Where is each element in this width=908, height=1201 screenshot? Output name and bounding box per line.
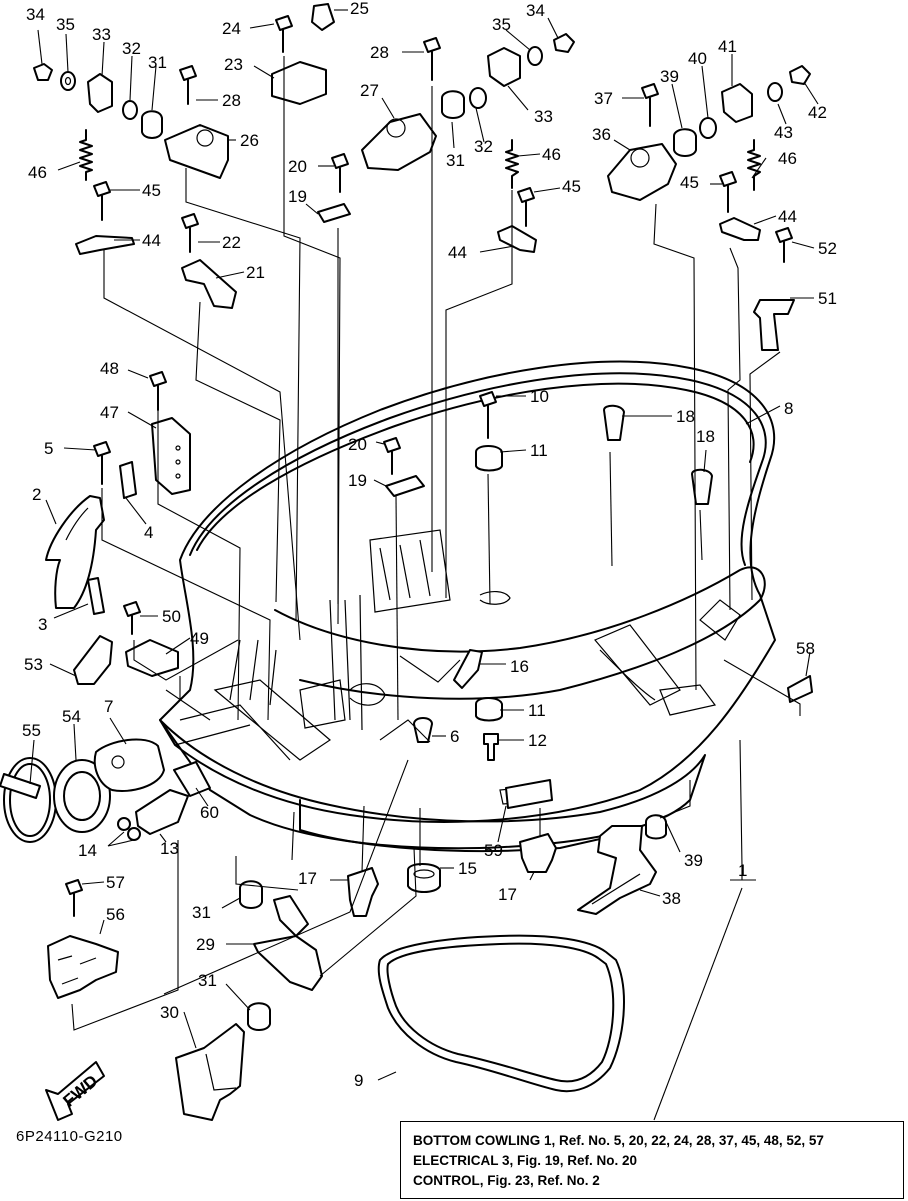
callout-32: 32 [122, 39, 141, 58]
callout-31-center: 31 [446, 151, 465, 170]
callout-39-lower: 39 [684, 851, 703, 870]
callout-45-right: 45 [680, 173, 699, 192]
callout-51: 51 [818, 289, 837, 308]
callout-60: 60 [200, 803, 219, 822]
callout-33: 33 [92, 25, 111, 44]
callout-13: 13 [160, 839, 179, 858]
fwd-arrow: FWD [45, 1061, 105, 1121]
callout-55: 55 [22, 721, 41, 740]
callout-35-center: 35 [492, 15, 511, 34]
callout-2: 2 [32, 485, 41, 504]
callout-18: 18 [676, 407, 695, 426]
callout-14: 14 [78, 841, 97, 860]
callout-25: 25 [350, 0, 369, 18]
callout-38: 38 [662, 889, 681, 908]
callout-7: 7 [104, 697, 113, 716]
left-side-parts-group [45, 371, 191, 685]
callout-19: 19 [288, 187, 307, 206]
callout-leaders [29, 9, 819, 1121]
callout-48: 48 [100, 359, 119, 378]
callout-3: 3 [38, 615, 47, 634]
callout-46: 46 [28, 163, 47, 182]
callout-19-inner: 19 [348, 471, 367, 490]
right-inner-parts-group [383, 391, 713, 761]
callout-26: 26 [240, 131, 259, 150]
callout-34: 34 [26, 5, 45, 24]
callout-31: 31 [148, 53, 167, 72]
callout-46-center: 46 [542, 145, 561, 164]
callout-17-right: 17 [498, 885, 517, 904]
callout-47: 47 [100, 403, 119, 422]
callout-33-center: 33 [534, 107, 553, 126]
callout-41: 41 [718, 37, 737, 56]
callout-12: 12 [528, 731, 547, 750]
callout-4: 4 [144, 523, 153, 542]
bottom-cowling-part-1 [159, 360, 776, 853]
callout-16: 16 [510, 657, 529, 676]
callout-50: 50 [162, 607, 181, 626]
top-center-hardware-group [441, 33, 575, 253]
callout-39: 39 [660, 67, 679, 86]
callout-44-center: 44 [448, 243, 467, 262]
reference-note-box: BOTTOM COWLING 1, Ref. No. 5, 20, 22, 24… [400, 1121, 904, 1199]
callout-22: 22 [222, 233, 241, 252]
callout-20: 20 [288, 157, 307, 176]
callout-10: 10 [530, 387, 549, 406]
callout-6: 6 [450, 727, 459, 746]
callout-40: 40 [688, 49, 707, 68]
callout-30: 30 [160, 1003, 179, 1022]
top-left-hardware-group [33, 3, 441, 309]
callout-27: 27 [360, 81, 379, 100]
callout-21: 21 [246, 263, 265, 282]
callout-57: 57 [106, 873, 125, 892]
lower-right-parts-group [377, 675, 813, 1093]
callout-45: 45 [142, 181, 161, 200]
callout-31-bottom: 31 [198, 971, 217, 990]
lower-left-parts-group [0, 738, 211, 999]
callout-54: 54 [62, 707, 81, 726]
callout-59: 59 [484, 841, 503, 860]
callout-11: 11 [530, 441, 548, 460]
drawing-code: 6P24110-G210 [16, 1128, 123, 1145]
callout-15: 15 [458, 859, 477, 878]
callout-28: 28 [222, 91, 241, 110]
callout-36: 36 [592, 125, 611, 144]
callout-11-lower: 11 [528, 701, 546, 720]
note-line-1: BOTTOM COWLING 1, Ref. No. 5, 20, 22, 24… [413, 1133, 824, 1148]
reference-lines [71, 56, 801, 1031]
top-right-hardware-group [607, 65, 811, 351]
callout-46-right: 46 [778, 149, 797, 168]
callout-8: 8 [784, 399, 793, 418]
callout-56: 56 [106, 905, 125, 924]
lower-center-parts-group [175, 779, 557, 1121]
callout-labels: 34 35 33 32 31 28 24 25 23 26 46 45 44 2… [22, 0, 837, 1090]
callout-29: 29 [196, 935, 215, 954]
note-line-2: ELECTRICAL 3, Fig. 19, Ref. No. 20 [413, 1153, 638, 1168]
callout-53: 53 [24, 655, 43, 674]
callout-24: 24 [222, 19, 241, 38]
callout-18-lower: 18 [696, 427, 715, 446]
callout-44: 44 [142, 231, 161, 250]
callout-28-center: 28 [370, 43, 389, 62]
callout-34-center: 34 [526, 1, 545, 20]
callout-37: 37 [594, 89, 613, 108]
callout-31-lower: 31 [192, 903, 211, 922]
callout-35: 35 [56, 15, 75, 34]
callout-23: 23 [224, 55, 243, 74]
callout-20-inner: 20 [348, 435, 367, 454]
note-line-3: CONTROL, Fig. 23, Ref. No. 2 [413, 1173, 600, 1188]
callout-44-right: 44 [778, 207, 797, 226]
callout-52: 52 [818, 239, 837, 258]
callout-9: 9 [354, 1071, 363, 1090]
callout-45-center: 45 [562, 177, 581, 196]
callout-49: 49 [190, 629, 209, 648]
callout-42: 42 [808, 103, 827, 122]
callout-43: 43 [774, 123, 793, 142]
callout-32-center: 32 [474, 137, 493, 156]
callout-17: 17 [298, 869, 317, 888]
callout-1: 1 [738, 861, 747, 880]
callout-58: 58 [796, 639, 815, 658]
callout-5: 5 [44, 439, 53, 458]
